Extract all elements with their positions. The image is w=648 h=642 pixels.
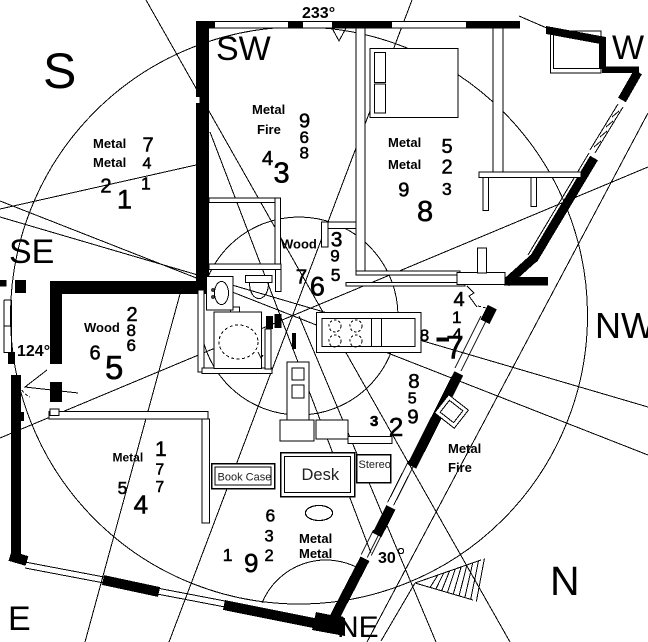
svg-text:9: 9 [299,111,310,133]
svg-text:S: S [43,43,76,99]
svg-text:8: 8 [300,144,309,163]
svg-text:Metal: Metal [299,546,332,561]
svg-text:E: E [8,600,31,638]
svg-text:Metal: Metal [299,531,332,546]
svg-text:5: 5 [105,349,123,386]
svg-text:Wood: Wood [84,320,120,335]
svg-text:9: 9 [398,180,409,202]
svg-text:1: 1 [223,545,233,565]
svg-text:7: 7 [446,330,464,366]
svg-text:4: 4 [454,289,465,311]
svg-text:Metal: Metal [388,135,421,150]
svg-text:SW: SW [216,30,271,68]
svg-text:3: 3 [331,229,343,252]
svg-text:3: 3 [274,158,290,190]
svg-text:30: 30 [378,550,396,567]
svg-text:2: 2 [100,175,111,197]
svg-text:Metal: Metal [93,155,126,170]
svg-text:124°: 124° [17,343,50,360]
svg-text:3: 3 [265,527,274,545]
svg-text:W: W [612,29,644,67]
svg-text:9: 9 [244,548,258,578]
svg-text:Metal: Metal [113,451,144,465]
svg-text:Stereo: Stereo [359,459,391,471]
svg-text:4: 4 [262,148,273,170]
svg-text:7: 7 [156,462,165,479]
svg-text:6: 6 [266,506,276,526]
svg-text:2: 2 [442,157,453,179]
svg-text:3: 3 [442,179,452,199]
svg-text:1: 1 [117,185,132,215]
svg-text:Metal: Metal [252,102,285,117]
svg-text:8: 8 [408,370,419,393]
svg-text:1: 1 [155,438,167,461]
svg-text:1: 1 [452,308,461,327]
svg-text:6: 6 [310,272,325,302]
svg-text:3: 3 [370,413,378,430]
svg-text:Metal: Metal [388,157,421,172]
svg-text:6: 6 [90,343,101,365]
svg-text:Metal: Metal [448,441,481,456]
svg-text:NW: NW [595,305,648,346]
svg-text:233°: 233° [302,5,335,22]
svg-text:7: 7 [143,135,154,157]
svg-text:2: 2 [127,304,138,326]
svg-text:5: 5 [331,265,341,285]
svg-text:8: 8 [417,196,433,228]
svg-text:2: 2 [389,412,403,442]
svg-text:N: N [550,558,580,604]
svg-text:9: 9 [330,246,339,265]
svg-text:4: 4 [143,156,152,173]
svg-text:4: 4 [453,325,462,344]
svg-text:5: 5 [442,136,453,158]
svg-text:7: 7 [156,479,165,496]
svg-text:6: 6 [300,128,309,147]
svg-text:1: 1 [141,174,151,194]
svg-text:Metal: Metal [93,136,126,151]
svg-text:Fire: Fire [257,122,281,137]
svg-text:Wood: Wood [281,237,317,252]
svg-text:5: 5 [118,478,128,498]
svg-text:5: 5 [408,391,417,408]
svg-text:Book Case: Book Case [218,472,272,484]
svg-text:Fire: Fire [448,460,472,475]
svg-text:9: 9 [407,406,418,429]
svg-text:SE: SE [9,233,54,271]
svg-text:8: 8 [127,321,136,340]
svg-text:2: 2 [265,547,274,565]
svg-text:Desk: Desk [302,466,340,484]
svg-text:6: 6 [127,336,136,355]
svg-text:NE: NE [337,611,379,642]
svg-text:8: 8 [420,326,429,345]
svg-text:7: 7 [296,265,307,288]
svg-text:4: 4 [134,490,148,520]
